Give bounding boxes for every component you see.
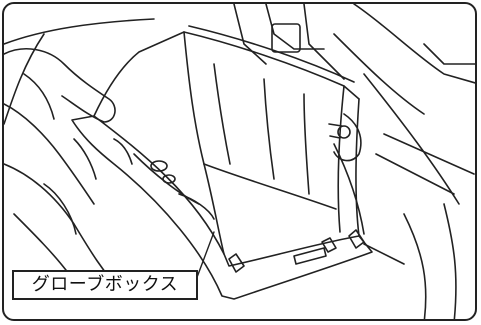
figure-frame: グローブボックス: [2, 2, 477, 321]
callout-leader-line: [195, 231, 215, 281]
left-hand: [4, 48, 125, 295]
glove-box-illustration: [4, 4, 475, 319]
callout-label-glove-box: グローブボックス: [12, 270, 198, 300]
glove-box: [71, 25, 373, 300]
dashboard-background: [4, 4, 475, 319]
